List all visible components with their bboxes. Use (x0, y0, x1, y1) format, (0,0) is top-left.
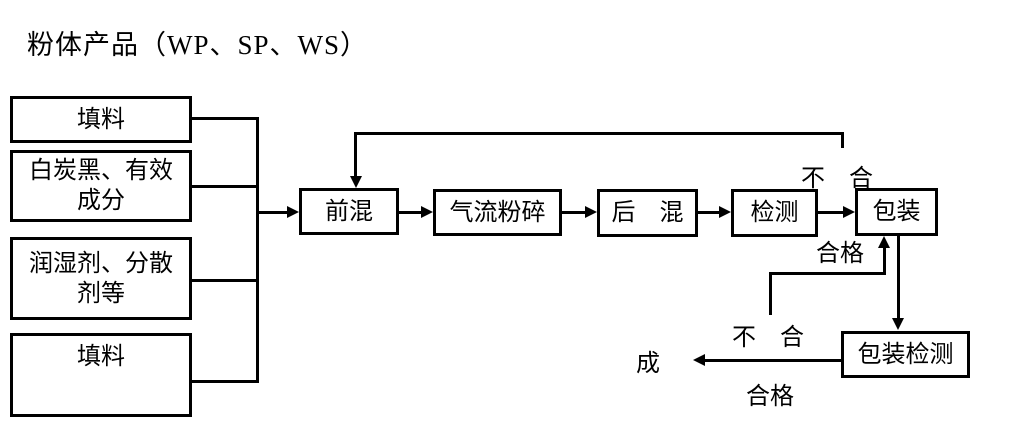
step-label: 气流粉碎 (449, 199, 546, 226)
arrowhead-right-icon (719, 206, 731, 218)
step-label: 包装 (872, 199, 921, 225)
finished-product-label: 成 (636, 351, 660, 377)
material-box-filler-2: 填料 (10, 333, 192, 417)
connector-line (192, 185, 259, 188)
connector-line (883, 248, 886, 275)
material-label: 润湿剂、分散剂等 (29, 250, 173, 307)
step-label: 后 混 (611, 200, 684, 226)
arrowhead-down-icon (350, 176, 362, 188)
connector-line (698, 211, 719, 214)
step-label: 包装检测 (857, 341, 954, 368)
connector-line (192, 279, 259, 282)
packaging-fail-label: 不 合 (732, 325, 804, 351)
page-title: 粉体产品（WP、SP、WS） (27, 30, 369, 60)
connector-line (897, 236, 900, 319)
material-label: 填料 (77, 106, 125, 133)
connector-line (705, 359, 841, 362)
connector-line (192, 380, 259, 383)
connector-line (257, 211, 287, 214)
step-box-inspection: 检测 (731, 189, 818, 237)
connector-line (562, 211, 585, 214)
arrowhead-right-icon (843, 206, 855, 218)
inspection-fail-label: 不 合 (801, 166, 873, 192)
step-label: 前混 (325, 198, 373, 225)
connector-line (769, 272, 772, 315)
feedback-line (841, 132, 844, 148)
arrowhead-up-icon (878, 236, 890, 248)
feedback-line (354, 132, 357, 176)
step-box-post-mix: 后 混 (597, 189, 698, 237)
step-box-jet-milling: 气流粉碎 (433, 189, 562, 236)
material-box-filler-1: 填料 (10, 96, 192, 143)
arrowhead-left-icon (693, 354, 705, 366)
arrowhead-right-icon (585, 206, 597, 218)
bus-line (256, 117, 259, 383)
material-box-silica-active: 白炭黑、有效成分 (10, 150, 192, 222)
arrowhead-down-icon (892, 318, 904, 330)
material-label: 白炭黑、有效成分 (29, 158, 173, 214)
material-box-wetting-dispersant: 润湿剂、分散剂等 (10, 237, 192, 320)
arrowhead-right-icon (421, 206, 433, 218)
step-box-packaging-inspection: 包装检测 (841, 331, 970, 378)
connector-line (399, 211, 421, 214)
step-label: 检测 (750, 200, 799, 226)
packaging-pass-label: 合格 (746, 384, 794, 410)
step-box-premix: 前混 (299, 188, 399, 235)
connector-line (818, 211, 843, 214)
connector-line (769, 272, 886, 275)
step-box-packaging: 包装 (855, 188, 938, 236)
connector-line (192, 117, 259, 120)
arrowhead-right-icon (287, 206, 299, 218)
material-label: 填料 (77, 344, 125, 370)
feedback-line (354, 132, 844, 135)
inspection-pass-label: 合格 (816, 241, 864, 267)
